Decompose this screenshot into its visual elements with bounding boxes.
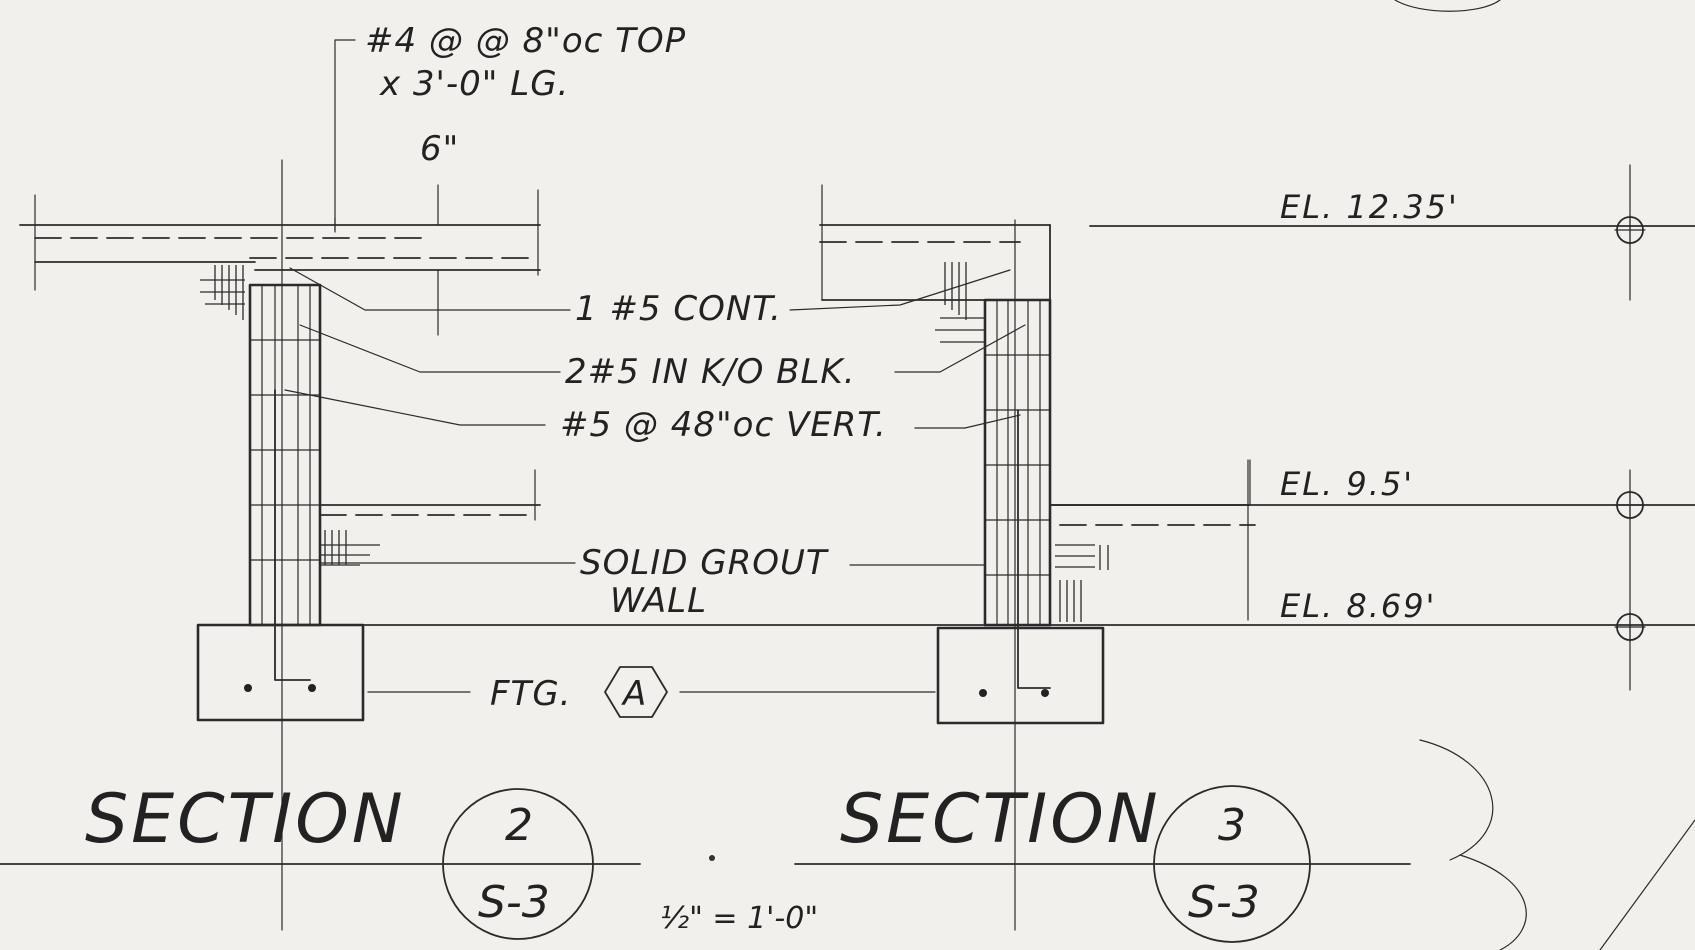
left-footing-bar (308, 684, 316, 692)
elevation-lines (359, 164, 1695, 691)
elevation-marker-icon (1614, 611, 1646, 643)
sketch-arc (1459, 854, 1527, 950)
left-earth-hatch-lower (320, 530, 380, 566)
notes: #4 @ @ 8"oc TOP x 3'-0" LG. 6" 1 #5 CONT… (365, 21, 887, 718)
section-title-text: SECTION (840, 780, 1161, 859)
ko-leader-left (299, 324, 561, 373)
section-bubble-icon (1153, 785, 1311, 943)
grout-note-line2: WALL (610, 581, 707, 621)
left-vertical-rebar (274, 389, 311, 681)
right-footing-bar (979, 689, 987, 697)
top-bar-leader (334, 39, 356, 231)
vertical-rebar-note: #5 @ 48"oc VERT. (560, 405, 887, 445)
top-bar-note: #4 @ @ 8"oc TOP (365, 21, 686, 61)
cont-leader-left (289, 267, 571, 311)
elevation-marker-icon (1614, 214, 1646, 246)
footing-tag-label: A (621, 674, 647, 714)
elevation-labels: EL. 12.35' EL. 9.5' EL. 8.69' (1280, 188, 1459, 625)
vert-leader-right (914, 414, 1021, 429)
footing-tag-hexagon: A (604, 666, 668, 718)
elevation-label-mid: EL. 9.5' (1280, 465, 1414, 503)
elevation-label-top: EL. 12.35' (1280, 188, 1459, 226)
section-sheet: S-3 (1188, 877, 1260, 928)
vert-leader-left (284, 389, 546, 426)
right-footing (936, 626, 1105, 725)
sketch-line (1599, 819, 1695, 950)
right-earth-hatch-upper (935, 262, 985, 343)
right-vertical-rebar (1017, 409, 1051, 689)
left-footing (196, 623, 365, 722)
section-sheet: S-3 (478, 877, 550, 928)
footing-note: FTG. (490, 674, 571, 714)
dimension-6-label: 6" (420, 129, 459, 169)
left-wall (19, 159, 541, 931)
right-footing-bar (1041, 689, 1049, 697)
section-title-2: SECTION 2 S-3 (0, 780, 641, 940)
ko-leader-right (894, 324, 1026, 373)
leaders (284, 39, 1026, 693)
dot-mark (709, 855, 715, 861)
sketch-arc (1419, 739, 1494, 861)
left-earth-hatch-upper (200, 265, 245, 320)
top-bar-length-note: x 3'-0" LG. (379, 64, 569, 104)
sketch-arc (1394, 0, 1501, 12)
right-earth-hatch-lower (1055, 544, 1109, 622)
section-title-3: SECTION 3 S-3 (794, 780, 1411, 943)
section-bubble-icon (442, 788, 594, 940)
section-title-text: SECTION (85, 780, 406, 859)
ko-block-note: 2#5 IN K/O BLK. (565, 352, 856, 392)
cont-bar-note: 1 #5 CONT. (575, 289, 782, 329)
section-number: 3 (1218, 800, 1246, 851)
section-number: 2 (505, 800, 533, 851)
elevation-marker-icon (1614, 489, 1646, 521)
cont-leader-right (789, 269, 1011, 311)
left-footing-bar (244, 684, 252, 692)
drawing-scale: ½" = 1'-0" (660, 901, 818, 936)
elevation-label-bottom: EL. 8.69' (1280, 587, 1436, 625)
grout-note-line1: SOLID GROUT (580, 543, 829, 583)
